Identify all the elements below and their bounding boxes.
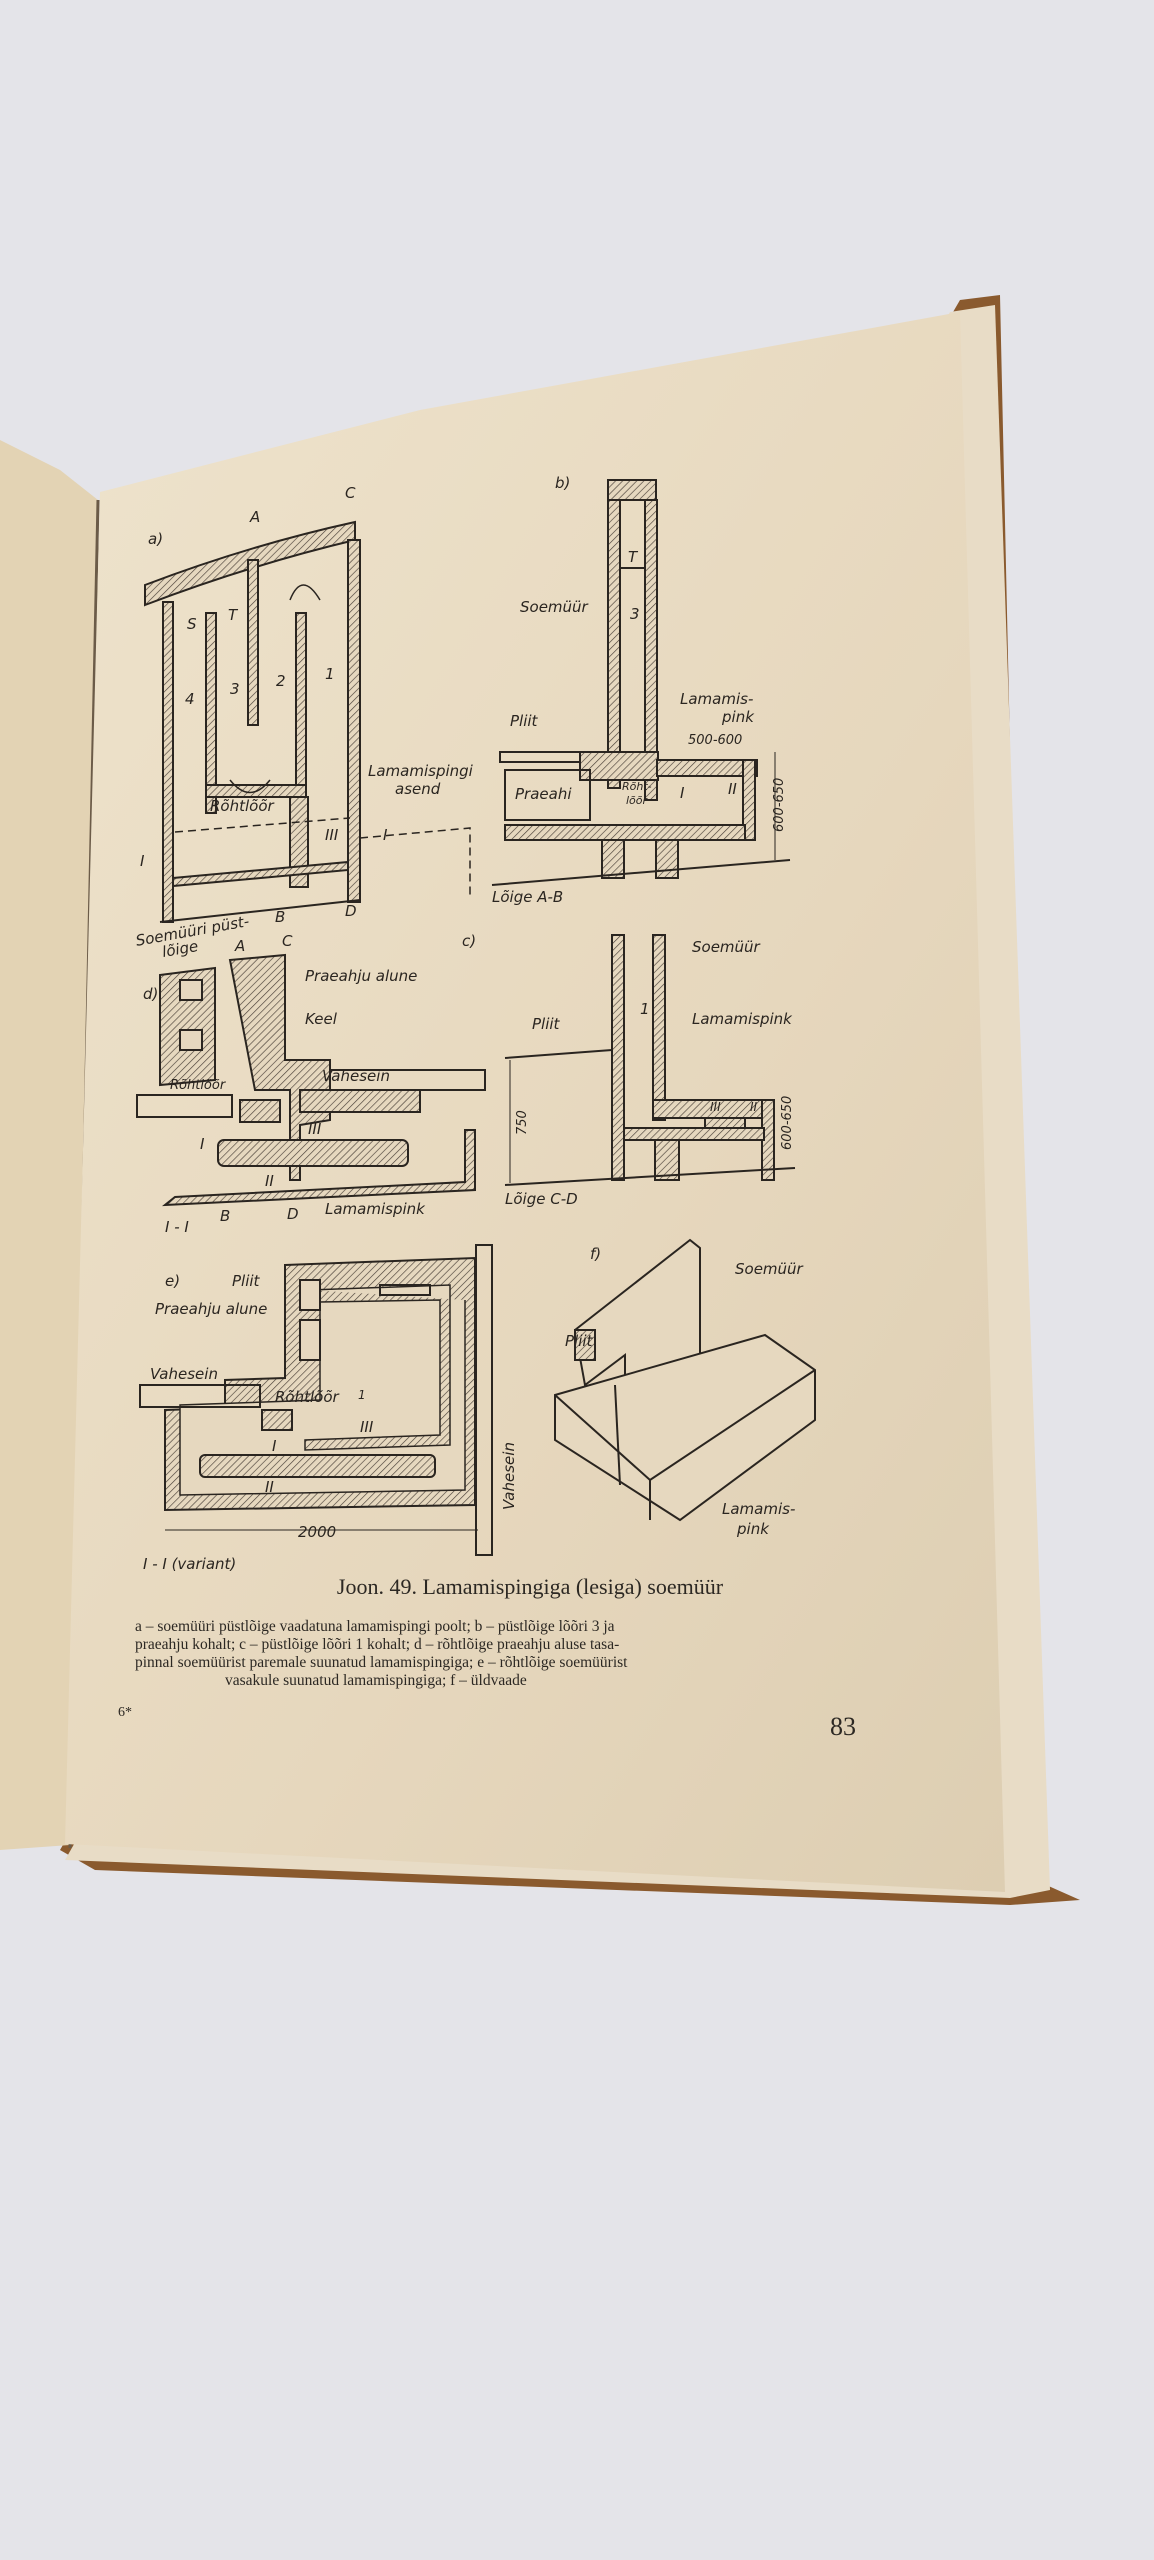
label-vahesein: Vahesein	[322, 1067, 390, 1085]
section-mark-A: A	[235, 937, 246, 955]
label-keel: Keel	[305, 1010, 337, 1028]
label-vahesein-vertical: Vahesein	[500, 1442, 518, 1510]
channel-II: II	[265, 1478, 274, 1496]
section-mark-D: D	[287, 1205, 299, 1223]
label-loor: lõõr	[626, 794, 648, 807]
figure-f-tag: f)	[590, 1245, 602, 1263]
figure-c-caption: Lõige C-D	[505, 1190, 578, 1208]
label-roht: Rõht-	[622, 780, 652, 793]
section-mark-I-right: I	[383, 826, 388, 844]
figure-f-drawing	[554, 1238, 816, 1522]
page-number: 83	[830, 1712, 856, 1741]
flue-number-1: 1	[325, 665, 335, 683]
section-mark-A: A	[250, 508, 261, 526]
label-1: 1	[358, 1388, 366, 1402]
label-soemuur: Soemüür	[520, 598, 588, 616]
label-pliit: Pliit	[510, 712, 538, 730]
channel-III: III	[325, 826, 339, 844]
figure-e-tag: e)	[165, 1272, 181, 1290]
figure-a-drawing	[144, 520, 471, 923]
section-mark-B: B	[275, 908, 286, 926]
label-lamamis: Lamamis-	[680, 690, 754, 708]
channel-I: I	[680, 784, 685, 802]
channel-I: I	[200, 1135, 205, 1153]
channel-II: II	[750, 1100, 758, 1114]
flue-number-4: 4	[185, 690, 195, 708]
label-vahesein: Vahesein	[150, 1365, 218, 1383]
label-praeahju-alune: Praeahju alune	[155, 1300, 268, 1318]
channel-II: II	[728, 780, 737, 798]
figure-c-tag: c)	[462, 932, 477, 950]
figure-e-caption: I - I (variant)	[143, 1555, 237, 1573]
dimension-2000: 2000	[298, 1523, 337, 1541]
section-mark-D: D	[345, 902, 357, 920]
label-pink: pink	[737, 1520, 769, 1538]
figure-a-tag: a)	[148, 530, 164, 548]
flue-number-2: 2	[276, 672, 286, 690]
label-soemuur: Soemüür	[692, 938, 760, 956]
channel-III: III	[360, 1418, 374, 1436]
figure-d-caption: I - I	[165, 1218, 189, 1236]
label-asend: asend	[395, 780, 441, 798]
figure-d-tag: d)	[143, 985, 159, 1003]
flue-number-1: 1	[640, 1000, 650, 1018]
label-praeahju-alune: Praeahju alune	[305, 967, 418, 985]
label-pliit: Pliit	[532, 1015, 560, 1033]
signature-mark: 6*	[118, 1705, 132, 1720]
label-T: T	[628, 548, 638, 566]
section-mark-B: B	[220, 1207, 231, 1225]
flue-label-S: S	[187, 615, 197, 633]
channel-III: III	[308, 1120, 322, 1138]
figure-title: Joon. 49. Lamamispingiga (lesiga) soemüü…	[336, 1574, 724, 1599]
figure-d-drawing	[136, 953, 486, 1207]
section-mark-I-left: I	[140, 852, 145, 870]
figure-e-drawing	[139, 1244, 493, 1556]
figure-b-drawing	[491, 479, 791, 886]
label-lamamispink: Lamamispink	[325, 1200, 425, 1218]
channel-III: III	[710, 1100, 721, 1114]
label-rohtloor: Rõhtlõõr	[170, 1078, 226, 1093]
label-rohtloor: Rõhtlõõr	[210, 797, 274, 815]
figure-description-line-3: pinnal soemüürist paremale suunatud lama…	[135, 1654, 628, 1671]
figure-description-line-4: vasakule suunatud lamamispingiga; f – ül…	[225, 1672, 527, 1689]
dimension-600-650: 600-650	[772, 777, 787, 832]
label-rohtloor: Rõhtlõõr	[275, 1388, 339, 1406]
label-praeahi: Praeahi	[515, 785, 572, 803]
channel-I: I	[272, 1437, 277, 1455]
figure-b-tag: b)	[555, 474, 571, 492]
figure-b-caption: Lõige A-B	[492, 888, 564, 906]
flue-number-3: 3	[630, 605, 640, 623]
section-mark-C: C	[345, 484, 356, 502]
label-lamamis: Lamamis-	[722, 1500, 796, 1518]
dimension-600-650: 600-650	[780, 1095, 795, 1150]
flue-label-T: T	[228, 606, 238, 624]
label-pliit: Pliit	[232, 1272, 260, 1290]
channel-II: II	[265, 1172, 274, 1190]
label-pink: pink	[722, 708, 754, 726]
figure-c-drawing	[504, 934, 796, 1186]
figure-description-line-2: praeahju kohalt; c – püstlõige lõõri 1 k…	[135, 1636, 620, 1653]
figure-description-line-1: a – soemüüri püstlõige vaadatuna lamamis…	[135, 1618, 615, 1635]
label-lamamispink: Lamamispink	[692, 1010, 792, 1028]
label-soemuur: Soemüür	[735, 1260, 803, 1278]
dimension-500-600: 500-600	[688, 733, 743, 748]
label-pliit: Pliit	[565, 1332, 593, 1350]
flue-number-3: 3	[230, 680, 240, 698]
left-page	[0, 440, 98, 1850]
dimension-750: 750	[515, 1110, 530, 1135]
section-mark-C: C	[282, 932, 293, 950]
label-lamamispingi: Lamamispingi	[368, 762, 473, 780]
